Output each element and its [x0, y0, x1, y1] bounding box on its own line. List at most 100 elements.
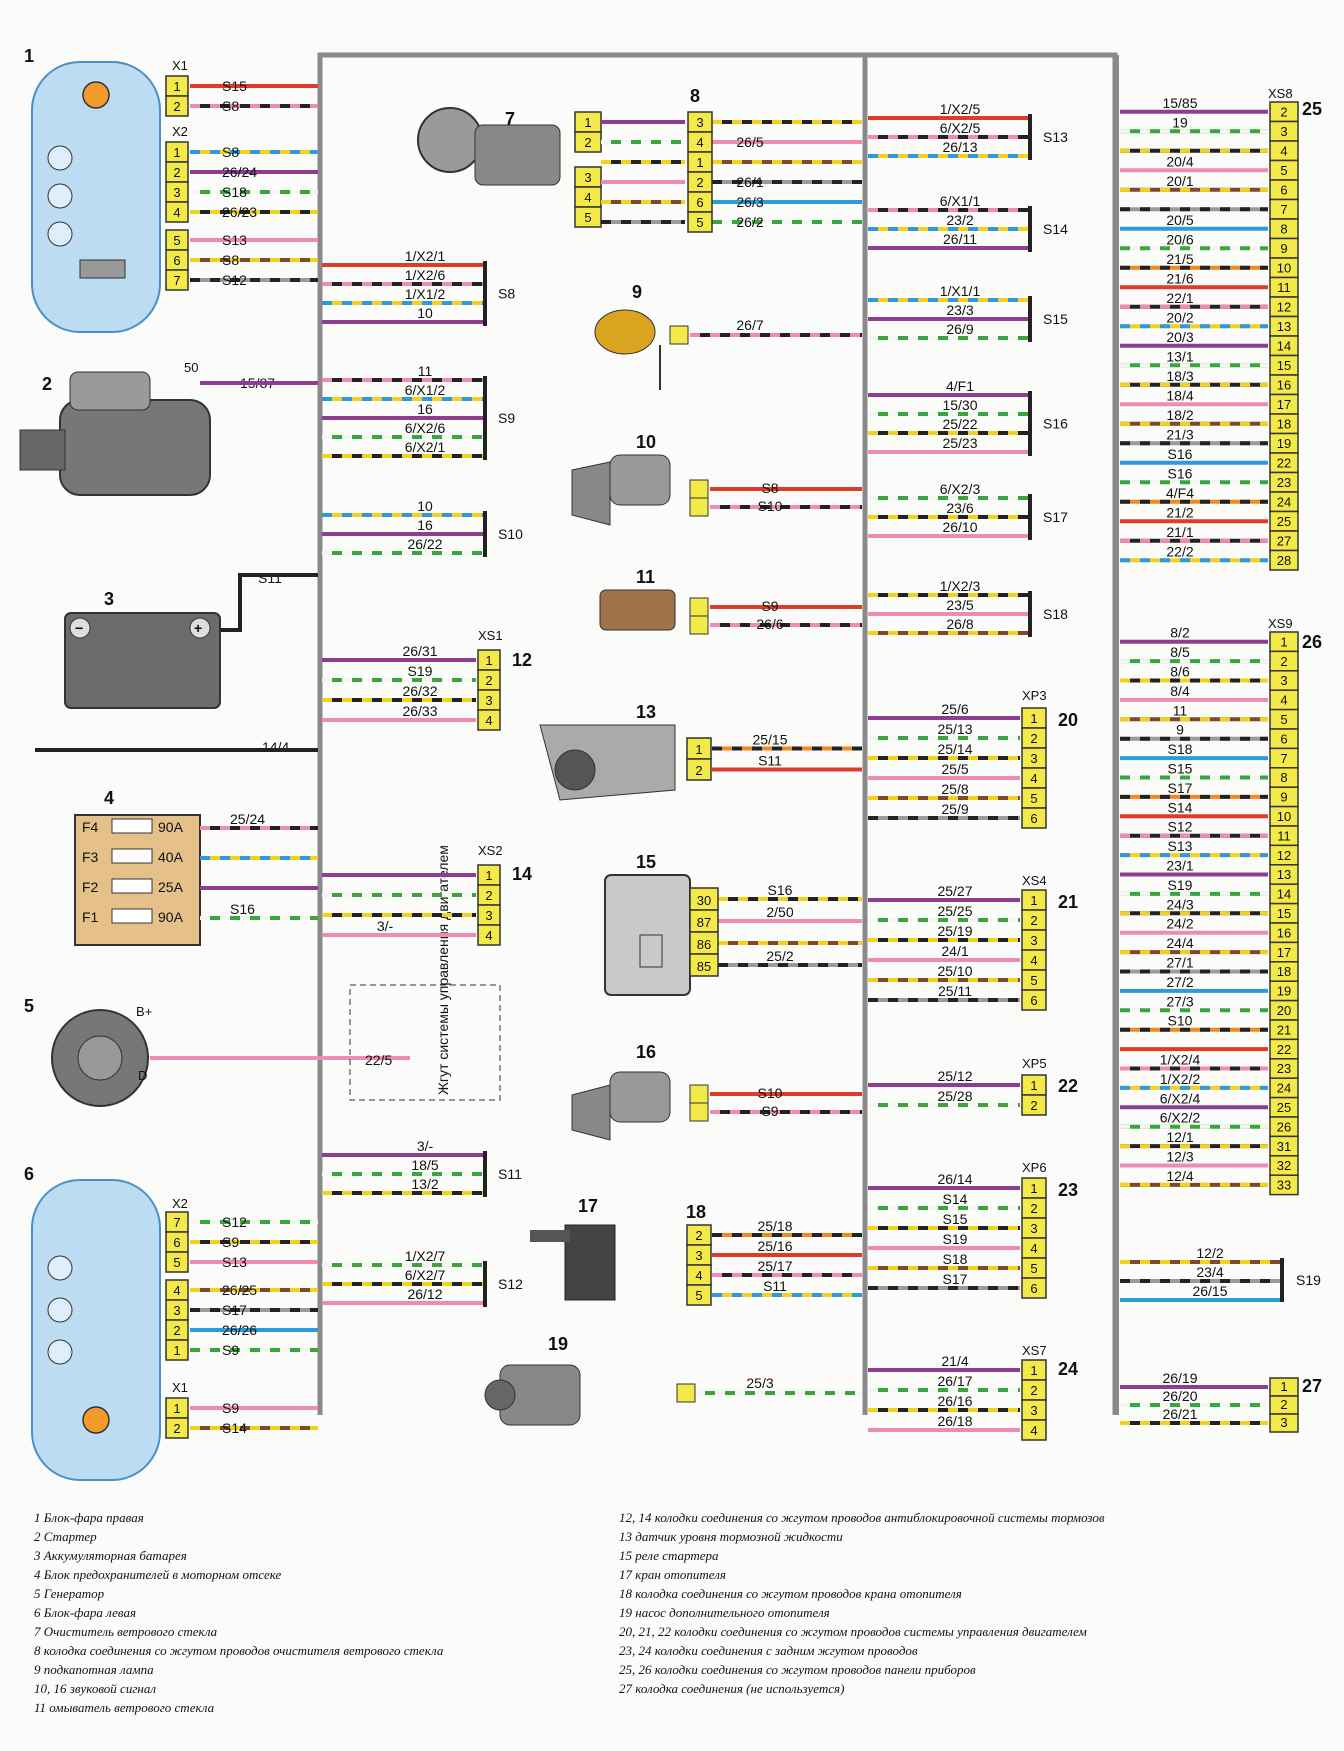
xp6-pin-3: 3 — [1021, 1217, 1047, 1239]
hr-x1-pin-1-label: 1 — [173, 79, 180, 94]
wiper-right-pin-6: 6 — [687, 191, 713, 213]
hr-x2-pin-5-label: 5 — [173, 233, 180, 248]
xp3-pin-5: 5 — [1021, 787, 1047, 809]
splice-S12-name: S12 — [498, 1276, 523, 1292]
xp6-wire-label-1: S14 — [943, 1191, 968, 1207]
xs4-pin-6-label: 6 — [1030, 993, 1037, 1008]
heater-pin-5-label: 5 — [695, 1288, 702, 1303]
wiper-left-pin-5-label: 5 — [584, 210, 591, 225]
xs9-wire-label-17: 27/1 — [1166, 955, 1193, 971]
xs8-wire-label-13: 13/1 — [1166, 348, 1193, 364]
heater-pin-3-label: 3 — [695, 1248, 702, 1263]
hr-x2-pin-6-label: 6 — [173, 253, 180, 268]
wiper-left-pin-4-label: 4 — [584, 190, 591, 205]
hr-x2-pin-5: 5 — [165, 229, 189, 251]
xp3-wire-label-1: 25/13 — [937, 721, 972, 737]
xs9-wire-label-15: 24/2 — [1166, 916, 1193, 932]
c27-pin-2: 2 — [1269, 1395, 1299, 1415]
splice-S13-label-0: 1/X2/5 — [940, 101, 981, 117]
lamp-pin — [669, 325, 689, 345]
xs9-pin-26: 26 — [1269, 1116, 1299, 1138]
washer-pin-0 — [689, 597, 709, 617]
xs9-pin-19: 19 — [1269, 980, 1299, 1002]
xs8-wire-label-20: 4/F4 — [1166, 485, 1194, 501]
svg-text:+: + — [194, 620, 202, 636]
horn-right-wire-label-0: S8 — [761, 480, 778, 496]
component-number-22: 22 — [1058, 1076, 1078, 1096]
hr-x2-pin-4: 4 — [165, 201, 189, 223]
fuse-rating-2: 25A — [158, 879, 184, 895]
hl-x2-pin-4-label: 4 — [173, 1283, 180, 1298]
xp3-pin-3-label: 3 — [1030, 751, 1037, 766]
xs2-pin-1: 1 — [477, 864, 501, 886]
washer-pump — [599, 589, 676, 631]
xs8-wire-label-7: 20/6 — [1166, 231, 1193, 247]
xs9-pin-16: 16 — [1269, 922, 1299, 944]
relay-pin-85: 85 — [689, 953, 719, 977]
headlight-left — [31, 1179, 161, 1481]
legend-item: 25, 26 колодки соединения со жгутом пров… — [619, 1662, 976, 1677]
svg-text:X2: X2 — [172, 124, 188, 139]
legend-item: 6 Блок-фара левая — [34, 1605, 136, 1620]
component-number-9: 9 — [632, 282, 642, 302]
relay-pin-30: 30 — [689, 887, 719, 911]
generator — [51, 1009, 149, 1107]
xs8-wire-label-19: S16 — [1168, 465, 1193, 481]
xs8-wire-label-15: 18/4 — [1166, 387, 1193, 403]
heater-pin-3: 3 — [686, 1244, 712, 1266]
s19-wire-label-1: 23/4 — [1196, 1264, 1223, 1280]
hl-x2-pin-2: 2 — [165, 1319, 189, 1341]
xs8-pin-10: 10 — [1269, 257, 1299, 279]
hr-x2-pin-1-label: 1 — [173, 145, 180, 160]
splice-S14-label-0: 6/X1/1 — [940, 193, 981, 209]
xs9-pin-15-label: 15 — [1277, 906, 1291, 921]
washer-pin-1 — [689, 615, 709, 635]
hr-x2-pin-7-label: 7 — [173, 273, 180, 288]
xs9-pin-1-label: 1 — [1280, 634, 1287, 649]
wiper-wire-label-3: 26/1 — [736, 174, 763, 190]
relay-pin-30-label: 30 — [697, 893, 711, 908]
hl-x2-wire-label-1: S9 — [222, 1234, 239, 1250]
xs8-wire-label-23: 22/2 — [1166, 543, 1193, 559]
hr-x1-pin-2: 2 — [165, 95, 189, 117]
xs8-pin-16-label: 16 — [1277, 378, 1291, 393]
xs8-pin-19-label: 19 — [1277, 436, 1291, 451]
splice-S10-label-2: 26/22 — [407, 536, 442, 552]
pump-pin — [676, 1383, 696, 1403]
xp3-wire-label-5: 25/9 — [941, 801, 968, 817]
xs9-pin-2: 2 — [1269, 650, 1299, 672]
horn-left — [571, 1071, 671, 1141]
xs4-pin-1: 1 — [1021, 889, 1047, 911]
legend-item: 9 подкапотная лампа — [34, 1662, 154, 1677]
xs9-pin-21-label: 21 — [1277, 1022, 1291, 1037]
xp3-pin-6: 6 — [1021, 807, 1047, 829]
battery: − + — [64, 612, 221, 709]
xs8-wire-label-4: 20/1 — [1166, 173, 1193, 189]
xs8-pin-5: 5 — [1269, 159, 1299, 181]
legend-item: 12, 14 колодки соединения со жгутом пров… — [619, 1510, 1105, 1525]
xs1-header: XS1 — [478, 628, 503, 643]
xs9-pin-20: 20 — [1269, 999, 1299, 1021]
brake-pin-1: 1 — [686, 737, 712, 760]
wiper-left-pin-2-label: 2 — [584, 135, 591, 150]
hl-x1-wire-label-0: S9 — [222, 1400, 239, 1416]
component-number-4: 4 — [104, 788, 114, 808]
splice-S8-label-1: 1/X2/6 — [405, 267, 446, 283]
xs9-wire-label-13: S19 — [1168, 877, 1193, 893]
wiper-wire-label-4: 26/3 — [736, 194, 763, 210]
splice-S15-label-0: 1/X1/1 — [940, 283, 981, 299]
splice-S16-name: S16 — [1043, 416, 1068, 432]
splice-S18-label-1: 23/5 — [946, 597, 973, 613]
xs8-pin-8: 8 — [1269, 218, 1299, 240]
hr-x2-wire-label-4: S13 — [222, 232, 247, 248]
component-number-16: 16 — [636, 1042, 656, 1062]
xs9-pin-3-label: 3 — [1280, 673, 1287, 688]
